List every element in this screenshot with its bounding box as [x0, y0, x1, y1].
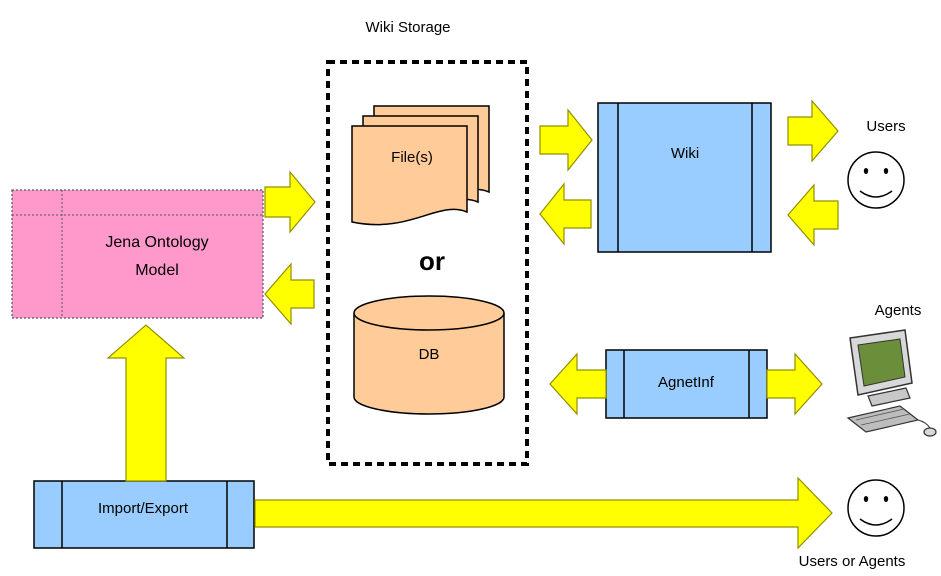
- arrow-agnetinf-to-storage: [549, 352, 607, 416]
- arrow-jena-to-storage: [264, 170, 316, 234]
- arrow-agnetinf-to-agents: [766, 352, 823, 416]
- arrow-import-export-to-jena: [106, 324, 186, 482]
- jena-ontology-model-box: [11, 189, 264, 319]
- files-label: File(s): [391, 149, 433, 166]
- jena-label-line2: Model: [135, 262, 179, 279]
- smiley-face-icon: [847, 479, 905, 537]
- files-storage-icon: [351, 105, 490, 226]
- db-label: DB: [419, 346, 440, 363]
- users-or-agents-label: Users or Agents: [799, 553, 906, 570]
- arrow-wiki-to-users: [787, 99, 839, 163]
- arrow-wiki-to-storage: [539, 182, 592, 246]
- wiki-label: Wiki: [671, 145, 699, 162]
- wiki-storage-container: [326, 60, 529, 466]
- arrow-storage-to-jena: [264, 262, 315, 326]
- wiki-storage-title: Wiki Storage: [365, 19, 450, 36]
- smiley-face-icon: [847, 151, 905, 209]
- computer-icon: [846, 329, 937, 437]
- or-label: or: [419, 246, 445, 276]
- import-export-label: Import/Export: [98, 500, 189, 517]
- jena-label-line1: Jena Ontology: [105, 234, 208, 251]
- wiki-box: [597, 102, 772, 253]
- arrow-storage-to-wiki: [539, 108, 593, 172]
- arrow-users-to-wiki: [787, 183, 839, 247]
- agents-label: Agents: [875, 302, 922, 319]
- agnetinf-label: AgnetInf: [658, 374, 715, 391]
- db-cylinder-icon: [353, 295, 505, 415]
- arrow-import-export-to-users-or-agents: [254, 476, 833, 550]
- users-label: Users: [866, 118, 905, 135]
